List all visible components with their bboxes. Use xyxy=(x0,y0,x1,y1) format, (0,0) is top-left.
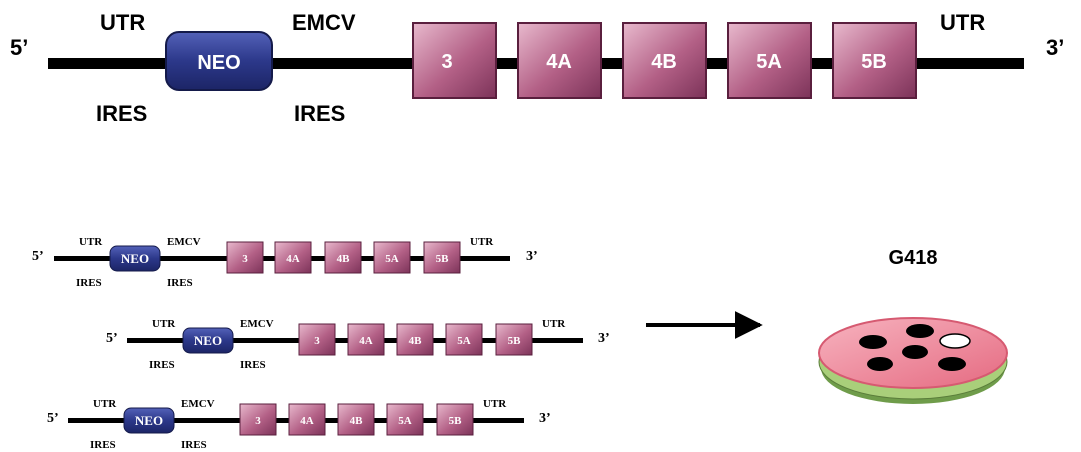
five-prime-label: 5’ xyxy=(32,249,44,264)
five-prime-label: 5’ xyxy=(106,331,118,346)
gene-box-4b: 4B xyxy=(622,22,707,99)
small-construct-2: 5’ 3’ UTR IRES EMCV IRES UTR NEO 3 4A 4B… xyxy=(106,318,610,371)
five-prime-label: 5’ xyxy=(47,411,59,426)
gene-box-4b: 4B xyxy=(396,323,434,356)
gene-label-5b: 5B xyxy=(861,51,887,73)
colony-black xyxy=(859,335,887,349)
neo-box: NEO xyxy=(123,407,175,434)
three-prime-label: 3’ xyxy=(598,331,610,346)
gene-label-5a: 5A xyxy=(385,253,399,265)
ires-right-label: IRES xyxy=(167,277,193,289)
gene-label-4b: 4B xyxy=(409,335,423,347)
g418-label: G418 xyxy=(889,247,938,269)
utr-left-label: UTR xyxy=(79,236,103,248)
gene-box-4b: 4B xyxy=(324,241,362,274)
neo-label: NEO xyxy=(135,413,163,428)
neo-label: NEO xyxy=(197,52,240,74)
gene-box-5a: 5A xyxy=(727,22,812,99)
gene-box-4a: 4A xyxy=(347,323,385,356)
ires-right-label: IRES xyxy=(240,359,266,371)
emcv-label: EMCV xyxy=(181,398,215,410)
utr-left-label: UTR xyxy=(100,10,145,35)
ires-left-label: IRES xyxy=(96,101,147,126)
gene-label-5b: 5B xyxy=(508,335,522,347)
gene-label-4a: 4A xyxy=(286,253,300,265)
main-construct: 5’ 3’ UTR IRES EMCV IRES UTR NEO 3 4A 4B… xyxy=(10,10,1064,126)
utr-right-label: UTR xyxy=(940,10,985,35)
utr-right-label: UTR xyxy=(542,318,566,330)
emcv-label: EMCV xyxy=(292,10,356,35)
small-construct-3: 5’ 3’ UTR IRES EMCV IRES UTR NEO 3 4A 4B… xyxy=(47,398,551,451)
emcv-label: EMCV xyxy=(240,318,274,330)
gene-box-4b: 4B xyxy=(337,403,375,436)
gene-label-4a: 4A xyxy=(359,335,373,347)
gene-box-4a: 4A xyxy=(517,22,602,99)
ires-left-label: IRES xyxy=(76,277,102,289)
gene-label-5a: 5A xyxy=(398,415,412,427)
gene-label-4b: 4B xyxy=(350,415,364,427)
utr-left-label: UTR xyxy=(93,398,117,410)
gene-box-5a: 5A xyxy=(445,323,483,356)
gene-box-5b: 5B xyxy=(423,241,461,274)
ires-left-label: IRES xyxy=(90,439,116,451)
gene-box-3: 3 xyxy=(226,241,264,274)
three-prime-label: 3’ xyxy=(539,411,551,426)
gene-box-5a: 5A xyxy=(373,241,411,274)
gene-label-3: 3 xyxy=(255,415,261,427)
colony-black xyxy=(906,324,934,338)
ires-left-label: IRES xyxy=(149,359,175,371)
utr-right-label: UTR xyxy=(483,398,507,410)
ires-right-label: IRES xyxy=(181,439,207,451)
neo-label: NEO xyxy=(121,251,149,266)
colony-black xyxy=(938,357,966,371)
gene-label-5a: 5A xyxy=(457,335,471,347)
three-prime-label: 3’ xyxy=(526,249,538,264)
neo-box: NEO xyxy=(182,327,234,354)
gene-box-3: 3 xyxy=(298,323,336,356)
gene-label-4b: 4B xyxy=(337,253,351,265)
emcv-label: EMCV xyxy=(167,236,201,248)
gene-label-4a: 4A xyxy=(546,51,572,73)
gene-label-3: 3 xyxy=(314,335,320,347)
colony-black xyxy=(867,357,893,371)
gene-label-5b: 5B xyxy=(436,253,450,265)
colony-black xyxy=(902,345,928,359)
gene-box-3: 3 xyxy=(412,22,497,99)
gene-box-5b: 5B xyxy=(436,403,474,436)
gene-label-4b: 4B xyxy=(651,51,677,73)
gene-box-4a: 4A xyxy=(274,241,312,274)
gene-box-5b: 5B xyxy=(495,323,533,356)
small-construct-1: 5’ 3’ UTR IRES EMCV IRES UTR NEO 3 4A 4B… xyxy=(32,236,538,289)
utr-right-label: UTR xyxy=(470,236,494,248)
five-prime-label: 5’ xyxy=(10,35,28,60)
gene-label-3: 3 xyxy=(441,51,452,73)
colony-white xyxy=(939,333,971,349)
gene-label-5a: 5A xyxy=(756,51,782,73)
gene-label-4a: 4A xyxy=(300,415,314,427)
petri-dish xyxy=(818,317,1008,404)
neo-box: NEO xyxy=(109,245,161,272)
gene-box-4a: 4A xyxy=(288,403,326,436)
gene-box-5b: 5B xyxy=(832,22,917,99)
neo-box: NEO xyxy=(165,31,273,91)
ires-right-label: IRES xyxy=(294,101,345,126)
gene-box-5a: 5A xyxy=(386,403,424,436)
gene-label-5b: 5B xyxy=(449,415,463,427)
utr-left-label: UTR xyxy=(152,318,176,330)
neo-label: NEO xyxy=(194,333,222,348)
gene-label-3: 3 xyxy=(242,253,248,265)
gene-box-3: 3 xyxy=(239,403,277,436)
three-prime-label: 3’ xyxy=(1046,35,1064,60)
